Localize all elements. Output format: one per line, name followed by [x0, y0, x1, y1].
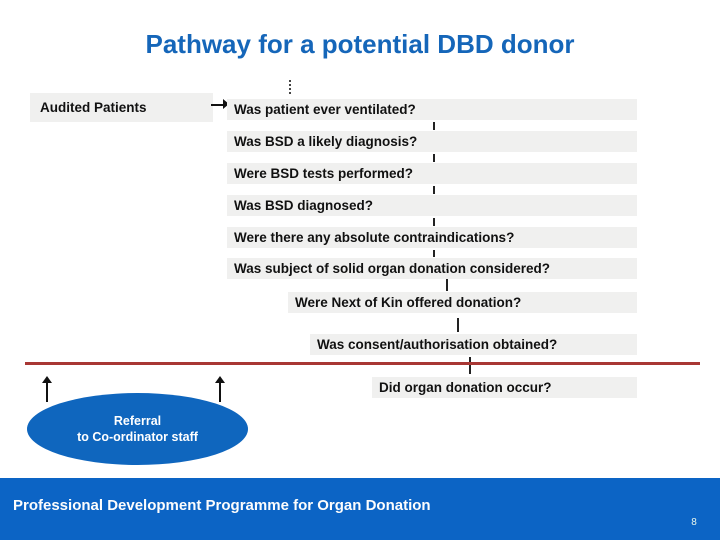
- footer-bar: Professional Development Programme for O…: [0, 478, 720, 540]
- page-number: 8: [691, 517, 697, 528]
- referral-line2: to Co-ordinator staff: [77, 430, 198, 444]
- flow-box: Were Next of Kin offered donation?: [288, 292, 637, 313]
- arrow-head: [223, 99, 229, 109]
- right-arrow-icon: [211, 99, 229, 110]
- flow-box: Was consent/authorisation obtained?: [310, 334, 637, 355]
- footer-text: Professional Development Programme for O…: [13, 497, 431, 514]
- connector-dash: [457, 318, 459, 332]
- audited-patients-label: Audited Patients: [40, 100, 147, 115]
- flow-box: Did organ donation occur?: [372, 377, 637, 398]
- arrow-head: [215, 376, 225, 383]
- flow-box: Were there any absolute contraindication…: [227, 227, 637, 248]
- dotted-connector-icon: [289, 80, 291, 94]
- up-arrow-icon: [215, 376, 225, 402]
- arrow-shaft: [219, 382, 221, 402]
- flow-box: Was patient ever ventilated?: [227, 99, 637, 120]
- referral-ellipse: Referral to Co-ordinator staff: [27, 393, 248, 465]
- audited-patients-box: Audited Patients: [30, 93, 213, 122]
- arrow-shaft: [211, 103, 224, 106]
- flow-box: Were BSD tests performed?: [227, 163, 637, 184]
- flow-box: Was subject of solid organ donation cons…: [227, 258, 637, 279]
- referral-divider-line: [25, 362, 700, 365]
- flow-box: Was BSD a likely diagnosis?: [227, 131, 637, 152]
- up-arrow-icon: [42, 376, 52, 402]
- connector-dash: [446, 279, 448, 291]
- page-title: Pathway for a potential DBD donor: [145, 29, 575, 59]
- connector-dash: [433, 218, 435, 226]
- arrow-shaft: [46, 382, 48, 402]
- connector-dash: [433, 250, 435, 257]
- referral-line1: Referral: [113, 413, 162, 428]
- connector-dash: [433, 186, 435, 194]
- connector-dash: [433, 154, 435, 162]
- connector-dash: [469, 357, 471, 374]
- flow-box: Was BSD diagnosed?: [227, 195, 637, 216]
- arrow-head: [42, 376, 52, 383]
- connector-dash: [433, 122, 435, 130]
